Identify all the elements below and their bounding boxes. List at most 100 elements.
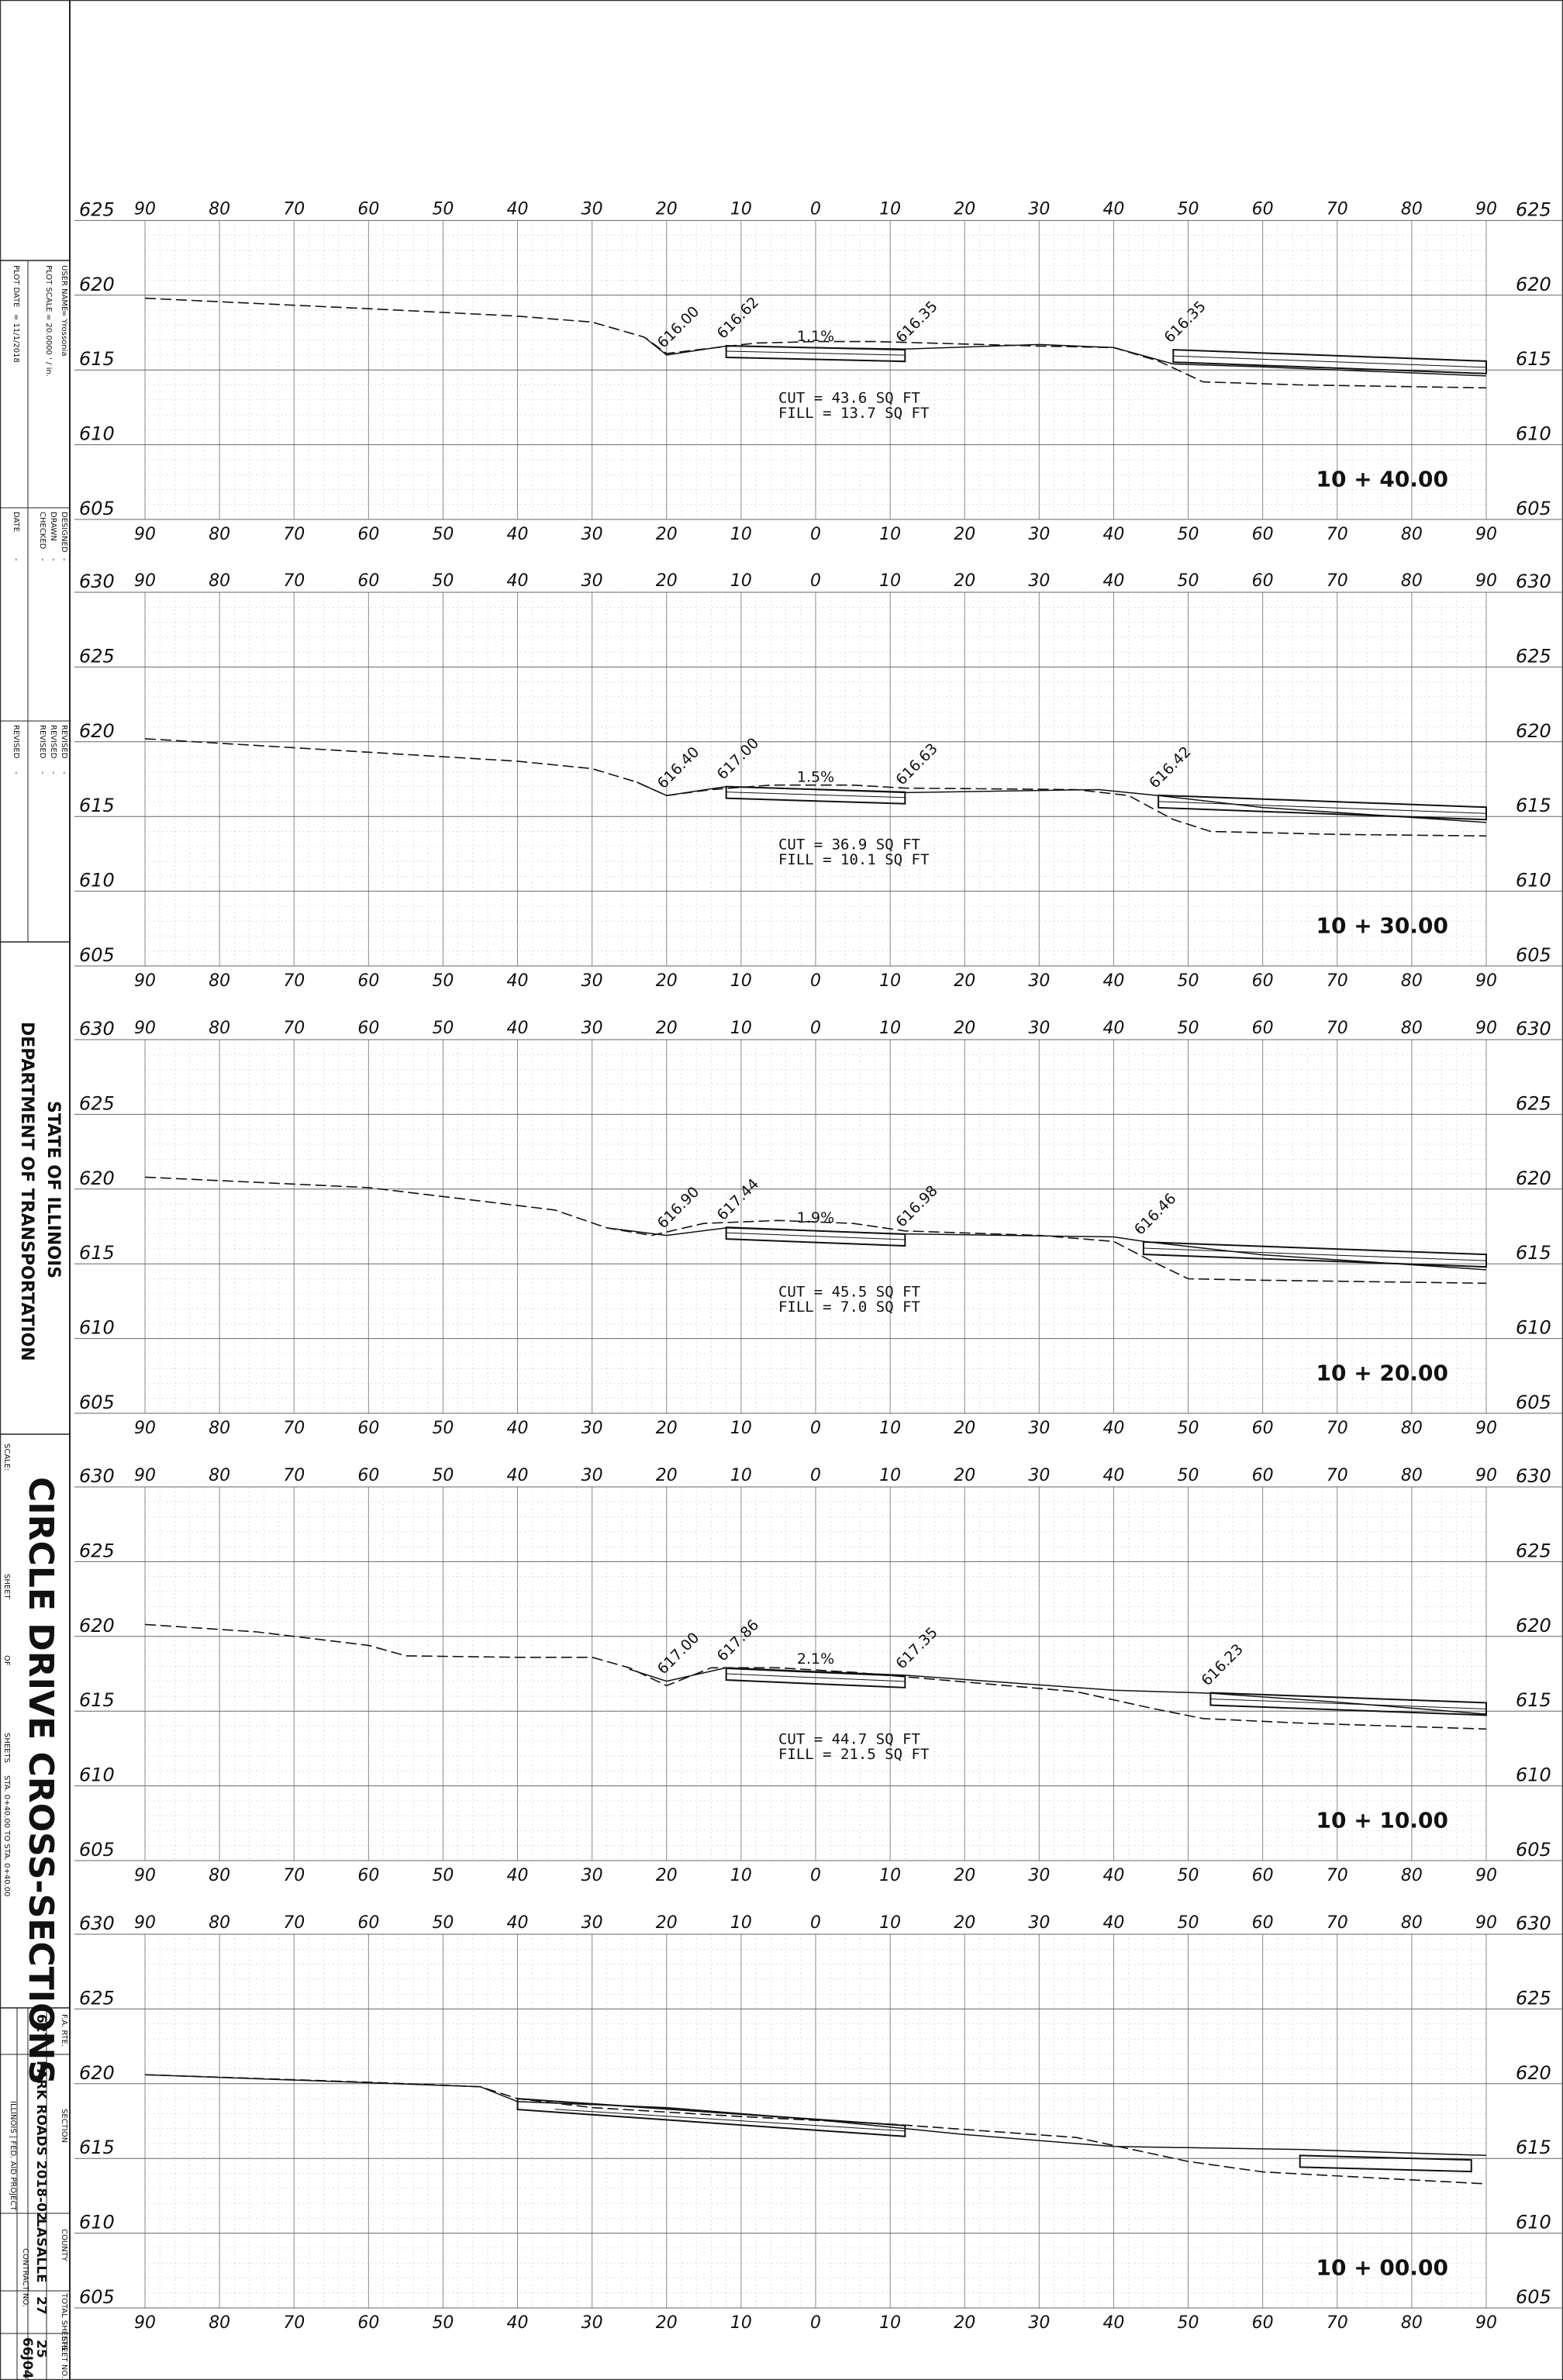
fill-area-label: FILL = 21.5 SQ FT xyxy=(778,1746,929,1763)
elevation-label-left: 630 xyxy=(79,1913,115,1934)
offset-label-bottom: 90 xyxy=(1475,1419,1497,1438)
offset-label-top: 20 xyxy=(656,1466,678,1485)
offset-label-bottom: 80 xyxy=(209,971,230,991)
offset-label-bottom: 20 xyxy=(954,2313,975,2333)
offset-label-bottom: 0 xyxy=(810,2313,821,2333)
offset-label-top: 60 xyxy=(1252,571,1274,591)
elevation-label-right: 620 xyxy=(1516,274,1551,295)
offset-label-top: 90 xyxy=(134,571,156,591)
offset-label-bottom: 80 xyxy=(209,1866,230,1885)
pavement-section xyxy=(725,1668,906,1688)
offset-label-bottom: 0 xyxy=(810,1866,821,1885)
plot-scale-value: = 20.0000 ' / in. xyxy=(44,314,53,377)
offset-label-top: 30 xyxy=(581,1466,603,1485)
offset-label-top: 80 xyxy=(1401,199,1423,219)
elevation-label-right: 605 xyxy=(1516,498,1551,519)
elevation-label-right: 615 xyxy=(1516,795,1551,816)
section-value: PARK ROADS 2018-02 xyxy=(33,2061,49,2221)
revised-value: - xyxy=(38,771,47,774)
offset-label-bottom: 40 xyxy=(1102,525,1124,544)
offset-label-top: 80 xyxy=(209,1466,230,1485)
elevation-label-right: 605 xyxy=(1516,1839,1551,1861)
offset-label-bottom: 10 xyxy=(730,1866,752,1885)
plot-date-label: PLOT DATE xyxy=(12,265,20,307)
offset-label-bottom: 70 xyxy=(1327,1419,1348,1438)
cross-section-panel: 9090808070706060505040403030202010100010… xyxy=(74,1018,1563,1438)
elevation-label-left: 610 xyxy=(79,870,115,892)
elevation-label-left: 610 xyxy=(79,1317,115,1339)
side-path-layer-line xyxy=(1158,801,1487,814)
offset-label-top: 60 xyxy=(1252,1019,1274,1038)
station-range: STA. 0+40.00 TO STA. 0+40.00 xyxy=(2,1775,11,1896)
side-path-section xyxy=(1209,1692,1487,1716)
offset-label-bottom: 50 xyxy=(1178,1419,1199,1438)
plot-scale-label: PLOT SCALE xyxy=(44,265,53,312)
elevation-label-left: 615 xyxy=(79,1242,115,1264)
elevation-label-left: 630 xyxy=(79,1465,115,1487)
offset-label-bottom: 40 xyxy=(507,1419,529,1438)
pavement-layer-line xyxy=(726,792,906,799)
offset-label-top: 60 xyxy=(357,1913,379,1933)
offset-label-bottom: 50 xyxy=(1178,971,1199,991)
total-sheets-value: 27 xyxy=(33,2296,49,2315)
offset-label-bottom: 90 xyxy=(134,971,156,991)
cross-section-panel: 9090808070706060505040403030202010100010… xyxy=(74,1913,1563,2333)
elevation-label-left: 625 xyxy=(79,198,115,220)
elevation-label-left: 615 xyxy=(79,1689,115,1711)
offset-label-bottom: 80 xyxy=(1401,2313,1423,2333)
offset-label-top: 80 xyxy=(1401,1019,1423,1038)
elevation-label-left: 620 xyxy=(79,1168,115,1189)
offset-label-top: 50 xyxy=(1178,1466,1199,1485)
offset-label-bottom: 30 xyxy=(581,1419,603,1438)
fa-rte-label: F.A. RTE. xyxy=(60,2014,68,2047)
offset-label-top: 20 xyxy=(954,199,975,219)
elevation-label-right: 615 xyxy=(1516,1242,1551,1264)
offset-label-bottom: 70 xyxy=(1327,2313,1348,2333)
offset-label-bottom: 80 xyxy=(1401,971,1423,991)
side-path-layer-line xyxy=(1173,355,1487,368)
sheet-label: SHEET xyxy=(2,1574,11,1600)
elevation-label-right: 605 xyxy=(1516,944,1551,966)
offset-label-bottom: 80 xyxy=(1401,1419,1423,1438)
pavement-section xyxy=(725,344,906,363)
offset-label-top: 30 xyxy=(581,199,603,219)
proposed-grade-line xyxy=(636,781,1487,823)
offset-label-bottom: 30 xyxy=(1028,525,1050,544)
offset-label-top: 60 xyxy=(1252,199,1274,219)
plot-date-value: = 11/1/2018 xyxy=(12,314,20,363)
offset-label-bottom: 40 xyxy=(507,1866,529,1885)
offset-label-bottom: 50 xyxy=(1178,2313,1199,2333)
cut-area-label: CUT = 43.6 SQ FT xyxy=(778,390,920,407)
cross-slope-label: 1.9% xyxy=(797,1209,834,1226)
elevation-label-right: 625 xyxy=(1516,198,1551,220)
offset-label-bottom: 30 xyxy=(1028,1419,1050,1438)
elevation-label-right: 630 xyxy=(1516,1018,1551,1040)
elevation-label-right: 610 xyxy=(1516,1764,1551,1786)
department-name: DEPARTMENT OF TRANSPORTATION xyxy=(17,1022,36,1361)
offset-label-top: 20 xyxy=(954,1019,975,1038)
offset-label-top: 10 xyxy=(879,1913,901,1933)
offset-label-top: 30 xyxy=(1028,1019,1050,1038)
offset-label-top: 30 xyxy=(581,1913,603,1933)
offset-label-top: 90 xyxy=(1475,571,1497,591)
elevation-label-left: 605 xyxy=(79,2286,115,2308)
side-path-layer-line xyxy=(1143,1247,1487,1261)
offset-label-top: 30 xyxy=(581,1019,603,1038)
offset-label-top: 50 xyxy=(432,1913,454,1933)
pavement-section xyxy=(725,785,906,805)
offset-label-top: 20 xyxy=(954,571,975,591)
offset-label-bottom: 60 xyxy=(357,1866,379,1885)
side-path-section xyxy=(1142,1241,1487,1268)
offset-label-bottom: 60 xyxy=(1252,2313,1274,2333)
point-elevation-label: 617.35 xyxy=(892,1624,941,1673)
elevation-label-left: 605 xyxy=(79,1839,115,1861)
elevation-label-right: 620 xyxy=(1516,1168,1551,1189)
contract-value: 66J04 xyxy=(19,2337,35,2379)
elevation-label-left: 610 xyxy=(79,423,115,445)
cross-slope-label: 1.1% xyxy=(797,328,834,345)
offset-label-bottom: 80 xyxy=(1401,1866,1423,1885)
offset-label-bottom: 40 xyxy=(1102,971,1124,991)
offset-label-top: 10 xyxy=(730,1913,752,1933)
offset-label-top: 50 xyxy=(1178,1019,1199,1038)
